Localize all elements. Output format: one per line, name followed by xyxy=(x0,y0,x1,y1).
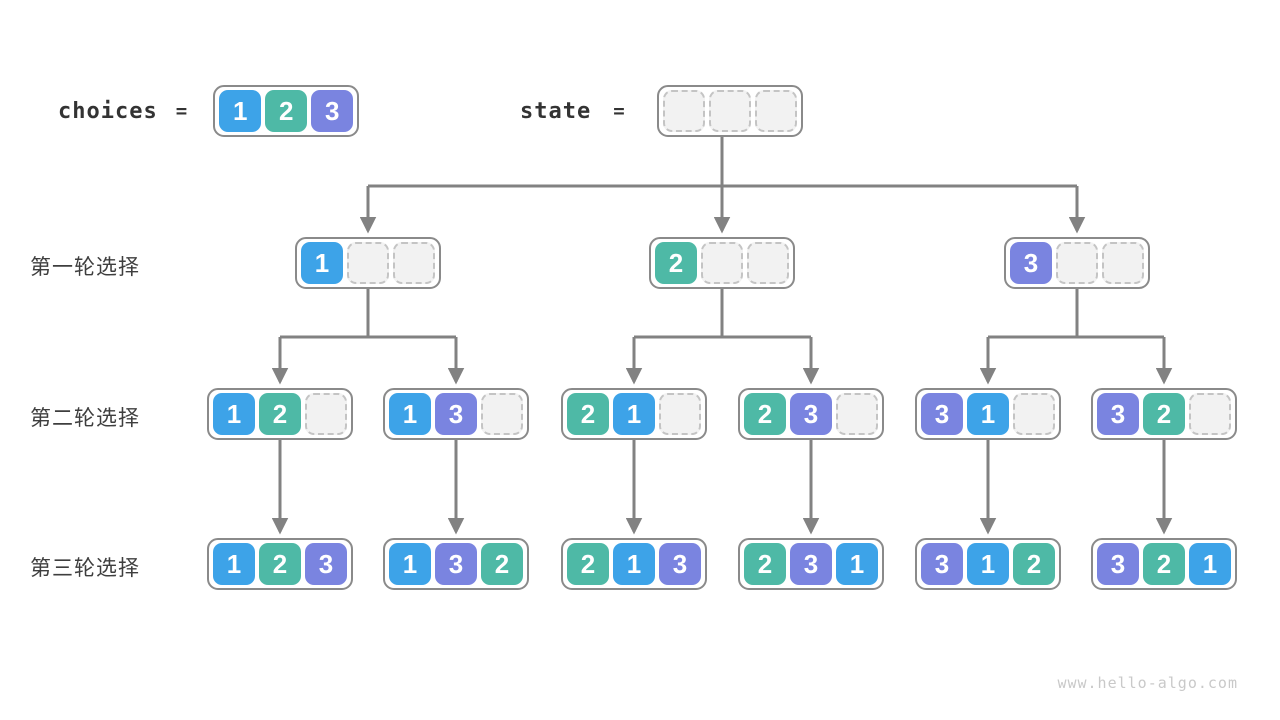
slot-value-2: 2 xyxy=(481,543,523,585)
state-label: state xyxy=(520,98,592,124)
slot-value-3: 3 xyxy=(790,393,832,435)
round-2-label: 第二轮选择 xyxy=(30,407,140,430)
slot-empty xyxy=(836,393,878,435)
slot-empty xyxy=(1013,393,1055,435)
slot-value-1: 1 xyxy=(389,393,431,435)
slot-empty xyxy=(393,242,435,284)
slot-empty xyxy=(1102,242,1144,284)
slot-empty xyxy=(305,393,347,435)
choices-label: choices xyxy=(58,98,158,124)
slot-value-2: 2 xyxy=(265,90,308,132)
slot-value-2: 2 xyxy=(744,393,786,435)
round-1-label: 第一轮选择 xyxy=(30,256,140,279)
watermark: www.hello-algo.com xyxy=(1057,674,1238,692)
slot-value-3: 3 xyxy=(435,393,477,435)
slot-value-1: 1 xyxy=(219,90,262,132)
slot-empty xyxy=(662,90,705,132)
slot-value-3: 3 xyxy=(311,90,354,132)
state-node-3__: 3 xyxy=(1004,237,1150,289)
slot-empty xyxy=(754,90,797,132)
slot-value-3: 3 xyxy=(790,543,832,585)
slot-empty xyxy=(747,242,789,284)
equals-sign: = xyxy=(175,100,188,122)
slot-value-2: 2 xyxy=(1143,393,1185,435)
slot-value-3: 3 xyxy=(921,543,963,585)
slot-value-2: 2 xyxy=(259,543,301,585)
slot-value-3: 3 xyxy=(659,543,701,585)
state-node-1__: 1 xyxy=(295,237,441,289)
slot-empty xyxy=(1056,242,1098,284)
slot-value-1: 1 xyxy=(301,242,343,284)
slot-value-1: 1 xyxy=(613,543,655,585)
slot-value-1: 1 xyxy=(213,543,255,585)
slot-value-2: 2 xyxy=(1013,543,1055,585)
slot-empty xyxy=(1189,393,1231,435)
slot-value-3: 3 xyxy=(435,543,477,585)
slot-value-2: 2 xyxy=(744,543,786,585)
slot-value-3: 3 xyxy=(1097,393,1139,435)
slot-empty xyxy=(481,393,523,435)
slot-value-3: 3 xyxy=(1097,543,1139,585)
slot-value-2: 2 xyxy=(259,393,301,435)
slot-value-1: 1 xyxy=(967,393,1009,435)
slot-value-2: 2 xyxy=(1143,543,1185,585)
state-legend: state = xyxy=(520,85,803,137)
slot-empty xyxy=(347,242,389,284)
state-node-2__: 2 xyxy=(649,237,795,289)
slot-value-1: 1 xyxy=(213,393,255,435)
slot-value-1: 1 xyxy=(389,543,431,585)
slot-empty xyxy=(659,393,701,435)
slot-value-1: 1 xyxy=(1189,543,1231,585)
slot-empty xyxy=(701,242,743,284)
slot-value-1: 1 xyxy=(967,543,1009,585)
slot-value-2: 2 xyxy=(655,242,697,284)
state-array-root xyxy=(656,85,803,137)
slot-value-2: 2 xyxy=(567,543,609,585)
equals-sign: = xyxy=(613,100,625,122)
slot-value-3: 3 xyxy=(1010,242,1052,284)
slot-value-1: 1 xyxy=(613,393,655,435)
slot-empty xyxy=(708,90,751,132)
slot-value-2: 2 xyxy=(567,393,609,435)
slot-value-3: 3 xyxy=(305,543,347,585)
slot-value-3: 3 xyxy=(921,393,963,435)
round-3-label: 第三轮选择 xyxy=(30,557,140,580)
slot-value-1: 1 xyxy=(836,543,878,585)
